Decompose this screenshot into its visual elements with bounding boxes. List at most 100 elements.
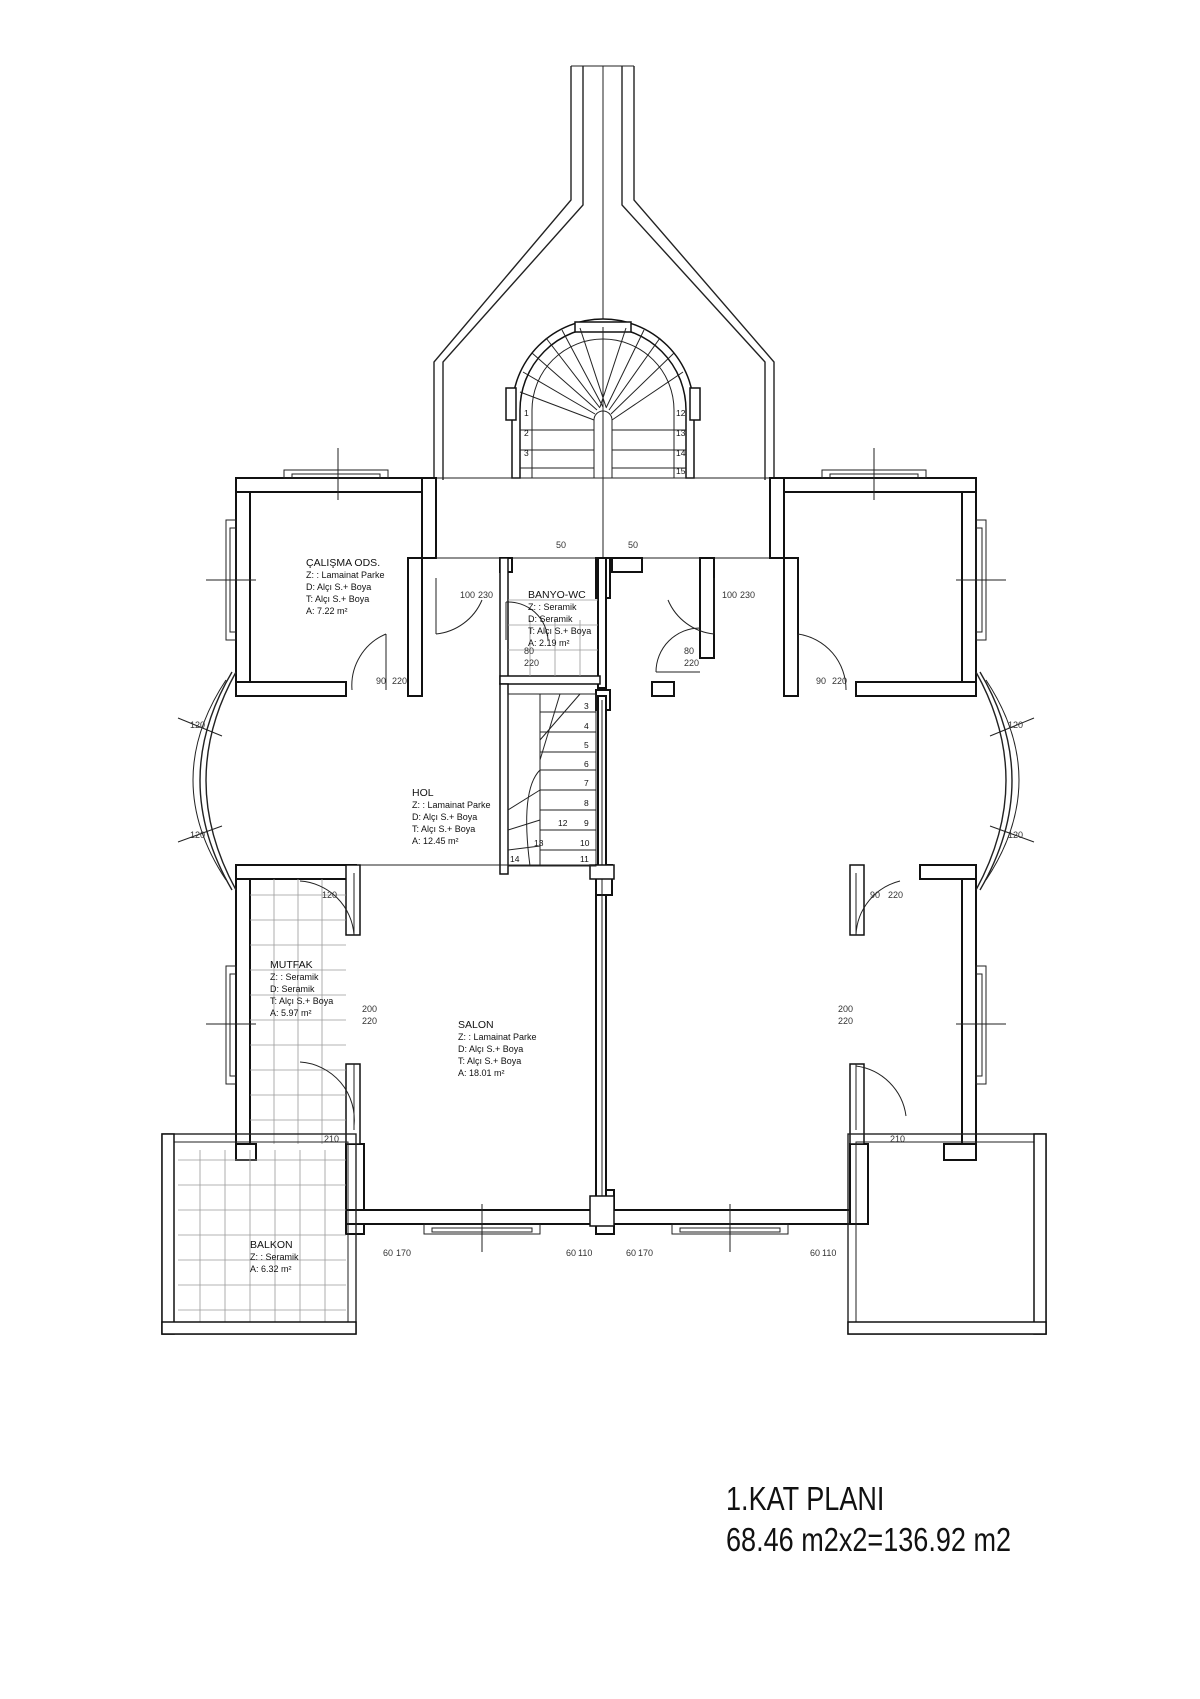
- entrance-canopy: [433, 65, 775, 480]
- room-name: HOL: [412, 787, 434, 799]
- dim-50-a: 50: [556, 540, 566, 550]
- doors: [299, 578, 907, 1130]
- dim-220-salon-right: 220: [888, 890, 903, 900]
- spiral-step-1: 1: [524, 408, 529, 418]
- inner-step-10: 10: [580, 838, 590, 848]
- dim-170-a: 170: [396, 1248, 411, 1258]
- dim-90-calisma: 90: [376, 676, 386, 686]
- room-spec: A: 12.45 m²: [412, 836, 459, 846]
- spiral-step-14: 14: [676, 448, 686, 458]
- room-name: MUTFAK: [270, 959, 313, 971]
- inner-walls: [345, 557, 865, 1145]
- room-spec: T: Alçı S.+ Boya: [412, 824, 475, 834]
- room-spec: T: Alçı S.+ Boya: [528, 626, 591, 636]
- room-spec: Z: : Lamainat Parke: [306, 570, 385, 580]
- room-spec: D: Alçı S.+ Boya: [412, 812, 477, 822]
- room-mutfak: MUTFAK Z: : Seramik D: Seramik T: Alçı S…: [270, 959, 333, 1018]
- dim-110-a: 110: [578, 1248, 592, 1258]
- plan-area-summary: 68.46 m2x2=136.92 m2: [726, 1521, 1012, 1558]
- room-name: BALKON: [250, 1239, 293, 1251]
- dim-170-b: 170: [638, 1248, 653, 1258]
- dim-110-b: 110: [822, 1248, 836, 1258]
- inner-step-5: 5: [584, 740, 589, 750]
- room-spec: Z: : Seramik: [270, 972, 319, 982]
- left-bay-window: 120 120: [177, 671, 237, 891]
- dim-50-b: 50: [628, 540, 638, 550]
- room-spec: A: 18.01 m²: [458, 1068, 505, 1078]
- dimension-labels: 50 50 100 230 100 230 80 220 80 220 90 2…: [322, 540, 905, 1258]
- room-salon: SALON Z: : Lamainat Parke D: Alçı S.+ Bo…: [458, 1019, 537, 1078]
- room-spec: A: 6.32 m²: [250, 1264, 292, 1274]
- dim-80-right: 80: [684, 646, 694, 656]
- spiral-step-3: 3: [524, 448, 529, 458]
- dim-window-right-b: 60: [810, 1248, 820, 1258]
- spiral-staircase: 1 2 3 12 13 14 15: [505, 318, 701, 486]
- banyo-tile-grid: [508, 599, 598, 676]
- room-spec: D: Seramik: [528, 614, 573, 624]
- room-spec: A: 7.22 m²: [306, 606, 348, 616]
- inner-step-8: 8: [584, 798, 589, 808]
- mutfak-tile-grid: [250, 879, 346, 1144]
- inner-step-7: 7: [584, 778, 589, 788]
- room-spec: D: Alçı S.+ Boya: [458, 1044, 523, 1054]
- sheet-title-block: 1.KAT PLANI 68.46 m2x2=136.92 m2: [726, 1478, 1011, 1560]
- dim-90-right: 90: [816, 676, 826, 686]
- spiral-step-12: 12: [676, 408, 686, 418]
- dim-window-left-a: 60: [383, 1248, 393, 1258]
- dim-220-salon: 220: [362, 1016, 377, 1026]
- dim-right-bay-bottom: 120: [1008, 830, 1023, 840]
- room-spec: T: Alçı S.+ Boya: [306, 594, 369, 604]
- room-name: BANYO-WC: [528, 589, 586, 601]
- dim-230-right: 230: [740, 590, 755, 600]
- room-spec: Z: : Lamainat Parke: [458, 1032, 537, 1042]
- inner-step-12: 12: [558, 818, 568, 828]
- inner-step-3: 3: [584, 701, 589, 711]
- right-bay-window: 120 120: [975, 671, 1035, 891]
- inner-step-13: 13: [534, 838, 544, 848]
- dim-220-right: 220: [684, 658, 699, 668]
- dim-window-right-a: 60: [626, 1248, 636, 1258]
- spiral-step-13: 13: [676, 428, 686, 438]
- inner-staircase: 3 4 5 6 7 8 9 10 11 12 13 14: [507, 693, 597, 867]
- dim-210-balkon-right: 210: [890, 1134, 905, 1144]
- inner-step-11: 11: [580, 854, 589, 864]
- dim-80-banyo: 80: [524, 646, 534, 656]
- inner-step-6: 6: [584, 759, 589, 769]
- dim-200-salon: 200: [362, 1004, 377, 1014]
- inner-step-14: 14: [510, 854, 520, 864]
- entrance-hall: [434, 477, 774, 559]
- dim-220-banyo: 220: [524, 658, 539, 668]
- windows: 60 60 60 60: [206, 448, 1006, 1258]
- room-spec: Z: : Seramik: [250, 1252, 299, 1262]
- room-calisma: ÇALIŞMA ODS. Z: : Lamainat Parke D: Alçı…: [306, 557, 385, 616]
- right-balcony: [847, 1133, 1047, 1335]
- plan-title: 1.KAT PLANI: [726, 1480, 885, 1517]
- party-wall: [589, 557, 615, 1227]
- dim-230-left: 230: [478, 590, 493, 600]
- dim-200-right-salon: 200: [838, 1004, 853, 1014]
- dim-left-bay-bottom: 120: [190, 830, 205, 840]
- dim-210-balkon-left: 210: [324, 1134, 339, 1144]
- dim-220-right-room: 220: [832, 676, 847, 686]
- room-spec: A: 2.19 m²: [528, 638, 570, 648]
- room-balkon: BALKON Z: : Seramik A: 6.32 m²: [250, 1239, 299, 1274]
- dim-right-bay-top: 120: [1008, 720, 1023, 730]
- dim-120-mutfak: 120: [322, 890, 337, 900]
- inner-step-4: 4: [584, 721, 589, 731]
- dim-90-salon-right: 90: [870, 890, 880, 900]
- room-spec: T: Alçı S.+ Boya: [458, 1056, 521, 1066]
- spiral-step-2: 2: [524, 428, 529, 438]
- dim-100-right: 100: [722, 590, 737, 600]
- room-banyo: BANYO-WC Z: : Seramik D: Seramik T: Alçı…: [528, 589, 591, 648]
- room-spec: T: Alçı S.+ Boya: [270, 996, 333, 1006]
- dim-220-right-salon: 220: [838, 1016, 853, 1026]
- dim-left-bay-top: 120: [190, 720, 205, 730]
- room-name: SALON: [458, 1019, 494, 1031]
- room-spec: D: Alçı S.+ Boya: [306, 582, 371, 592]
- room-spec: D: Seramik: [270, 984, 315, 994]
- dim-window-left-b: 60: [566, 1248, 576, 1258]
- room-spec: Z: : Lamainat Parke: [412, 800, 491, 810]
- room-hol: HOL Z: : Lamainat Parke D: Alçı S.+ Boya…: [412, 787, 491, 846]
- room-spec: Z: : Seramik: [528, 602, 577, 612]
- right-unit-walls: [611, 477, 977, 1225]
